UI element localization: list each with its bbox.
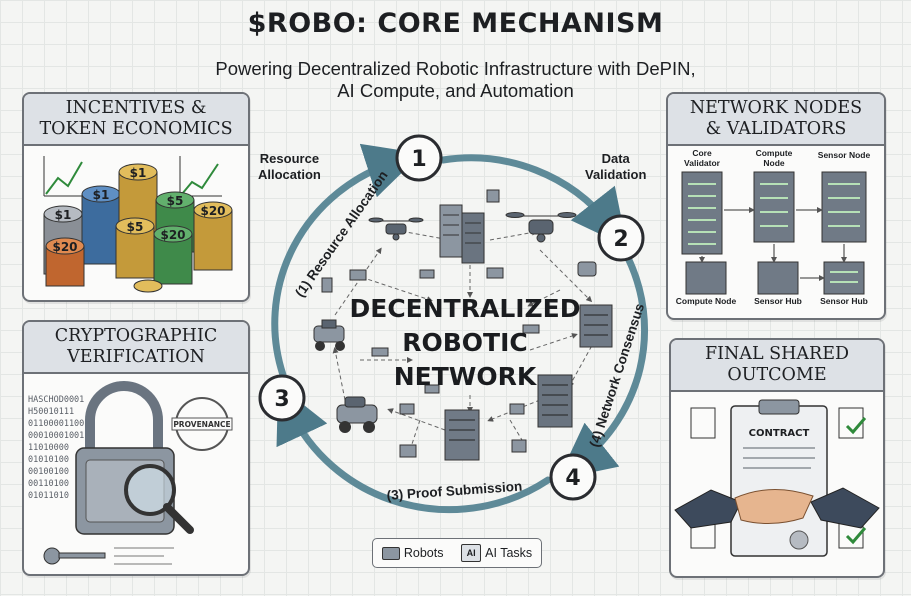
node-label-compute-line2: Node — [763, 158, 785, 168]
server-icon — [579, 304, 613, 348]
coin-stacks-illustration: $1 $1 $1 $5 $5 $20 $20 $20 — [43, 156, 233, 293]
robot-vehicle-icon — [336, 396, 378, 433]
legend-robots: Robots — [381, 546, 443, 560]
svg-text:CONTRACT: CONTRACT — [749, 428, 810, 439]
legend: Robots AI AI Tasks — [372, 538, 542, 568]
growth-chart-icon — [45, 161, 219, 195]
clipboard-contract-icon: CONTRACT — [730, 399, 828, 557]
coin-label: $20 — [160, 228, 185, 242]
node-topology-illustration: Core Validator Compute Node Sensor Node … — [676, 148, 871, 306]
page-title: $ROBO: CORE MECHANISM — [247, 8, 664, 39]
page-subtitle-line1: Powering Decentralized Robotic Infrastru… — [215, 58, 696, 79]
coin-label: $5 — [127, 220, 144, 234]
robot-vehicle-icon — [313, 319, 345, 351]
code-line: HASCHOD0001 — [28, 395, 84, 405]
code-line: 11010000 — [28, 443, 69, 453]
check-icon — [845, 417, 867, 545]
drone-icon — [368, 217, 424, 241]
magnifying-glass-icon — [124, 464, 194, 534]
step-3-number: 3 — [274, 387, 289, 412]
center-title-line2: ROBOTIC — [402, 328, 528, 357]
outcome-panel: FINAL SHARED OUTCOME CONTRACT — [669, 338, 885, 578]
server-icon — [537, 374, 573, 428]
coin-label: $1 — [93, 188, 110, 202]
ai-chip-icon: AI — [461, 544, 482, 562]
coin-stack-icons — [43, 163, 233, 293]
step-2-label: Data Validation — [585, 151, 647, 182]
handshake-icon — [674, 487, 880, 529]
coin-label: $1 — [55, 208, 72, 222]
sensor-device-icons — [321, 189, 597, 458]
drone-icon — [505, 212, 577, 243]
nodes-panel: NETWORK NODES & VALIDATORS Core Validato… — [666, 92, 886, 320]
code-line: 01011010 — [28, 491, 69, 501]
coin-label: $20 — [52, 240, 77, 254]
step-1-number: 1 — [411, 147, 426, 172]
incentives-panel: INCENTIVES & TOKEN ECONOMICS $1 $1 $1 $5 — [22, 92, 250, 302]
node-label-core-validator-line1: Core — [692, 148, 712, 158]
node-label-sensor-node: Sensor Node — [818, 150, 871, 160]
nodes-panel-header: NETWORK NODES & VALIDATORS — [668, 94, 884, 146]
code-line: 00010001001 — [28, 431, 84, 441]
step-1-label: Resource Allocation — [258, 151, 321, 182]
coin-label: $5 — [167, 194, 184, 208]
handshake-contract-illustration: CONTRACT — [674, 399, 880, 557]
robot-icon — [381, 546, 400, 560]
node-label-compute-node: Compute Node — [676, 296, 737, 306]
code-line: H50010111 — [28, 407, 74, 417]
step-4-number: 4 — [565, 466, 580, 491]
node-label-compute-line1: Compute — [756, 148, 793, 158]
code-line: 00110100 — [28, 479, 69, 489]
page-subtitle-line2: AI Compute, and Automation — [337, 80, 574, 101]
code-line: 00100100 — [28, 467, 69, 477]
server-icon — [444, 409, 480, 461]
node-label-core-validator-line2: Validator — [684, 158, 721, 168]
step-2-number: 2 — [613, 227, 628, 252]
node-label-sensor-hub-2: Sensor Hub — [820, 296, 868, 306]
server-rack-icons — [681, 171, 867, 295]
coin-label: $20 — [200, 204, 225, 218]
provenance-stamp: PROVENANCE — [171, 397, 233, 451]
center-title-line3: NETWORK — [393, 362, 537, 391]
code-line: 01100001100 — [28, 419, 84, 429]
cycle-ring — [271, 143, 649, 514]
padlock-illustration: HASCHOD0001 H50010111 01100001100 000100… — [28, 381, 233, 565]
center-title-line1: DECENTRALIZED — [349, 294, 581, 323]
outcome-panel-header: FINAL SHARED OUTCOME — [671, 340, 883, 392]
coin-label: $1 — [130, 166, 147, 180]
crypto-panel: CRYPTOGRAPHIC VERIFICATION HASCHOD0001 H… — [22, 320, 250, 576]
incentives-panel-header: INCENTIVES & TOKEN ECONOMICS — [24, 94, 248, 146]
node-label-sensor-hub: Sensor Hub — [754, 296, 802, 306]
legend-ai-tasks: AI AI Tasks — [461, 544, 532, 562]
svg-text:PROVENANCE: PROVENANCE — [173, 420, 230, 429]
key-icon — [43, 547, 106, 565]
step-circles — [258, 134, 645, 501]
code-line: 01010100 — [28, 455, 69, 465]
crypto-panel-header: CRYPTOGRAPHIC VERIFICATION — [24, 322, 248, 374]
server-icon — [439, 204, 485, 264]
